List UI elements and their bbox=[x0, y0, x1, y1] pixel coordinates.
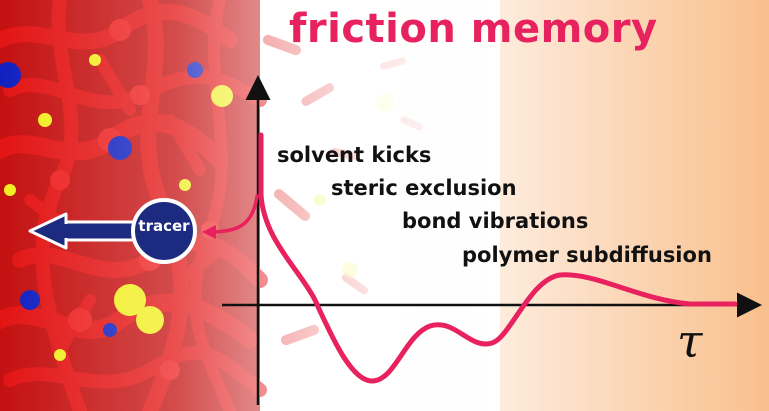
tracer-particle bbox=[131, 198, 197, 264]
memory-kernel-curve bbox=[258, 132, 738, 384]
label-solvent-kicks: solvent kicks bbox=[277, 143, 432, 167]
label-polymer-subdiffusion: polymer subdiffusion bbox=[462, 243, 712, 267]
tracer-arrow bbox=[28, 212, 142, 250]
label-steric-exclusion: steric exclusion bbox=[331, 176, 517, 200]
tracer-label: tracer bbox=[138, 217, 190, 235]
label-bond-vibrations: bond vibrations bbox=[402, 209, 589, 233]
fade-overlay bbox=[0, 0, 500, 411]
x-axis-label: τ bbox=[677, 314, 703, 368]
connector-arrow bbox=[208, 194, 259, 234]
diagram-title: friction memory bbox=[289, 6, 658, 52]
